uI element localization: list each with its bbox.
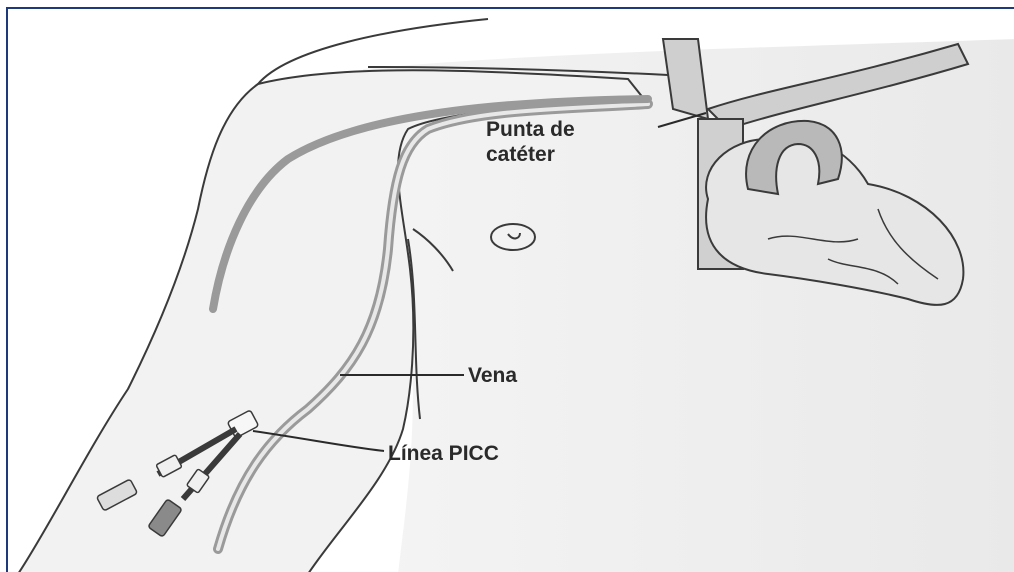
label-catheter-tip-line2: catéter <box>486 143 555 166</box>
label-vein: Vena <box>468 364 517 387</box>
label-catheter-tip-line1: Punta de <box>486 118 575 141</box>
label-picc-line: Línea PICC <box>388 442 499 465</box>
picc-illustration: Punta de catéter Vena Línea PICC <box>8 9 1014 572</box>
diagram-frame: Punta de catéter Vena Línea PICC <box>6 7 1014 572</box>
